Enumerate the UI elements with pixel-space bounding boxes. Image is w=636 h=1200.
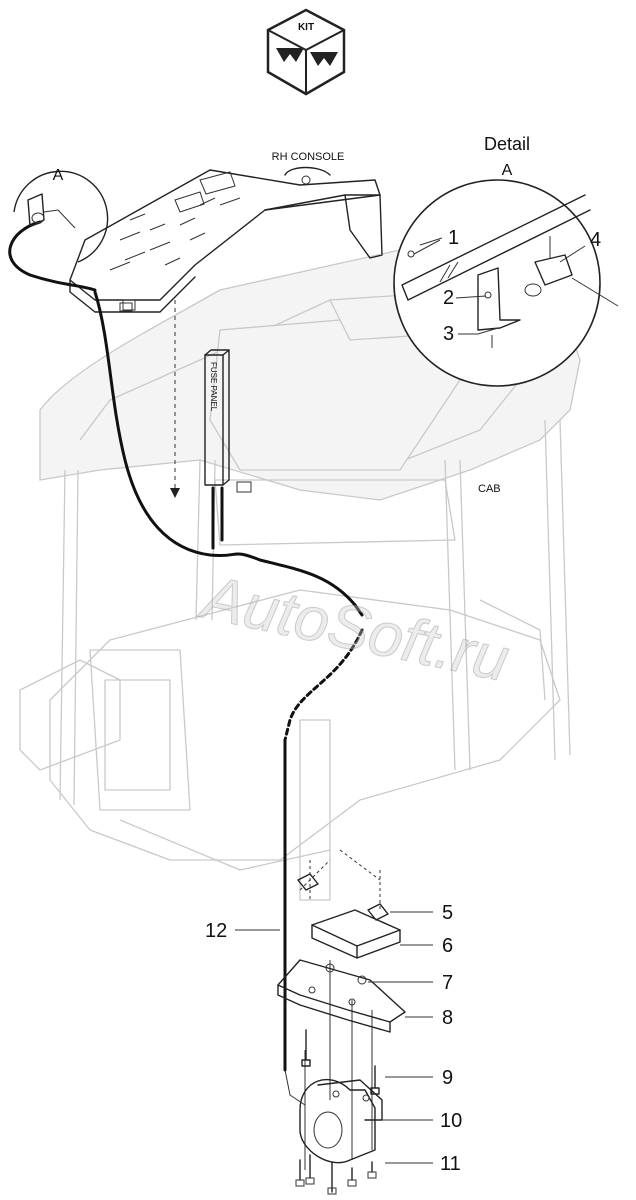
callout-7: 7 (442, 972, 453, 994)
callout-numbers: 1 2 3 4 5 6 7 8 9 10 11 12 (205, 227, 601, 1175)
kit-badge-icon: KIT (266, 8, 346, 96)
fuse-panel-label: FUSE PANEL (209, 362, 218, 412)
callout-4: 4 (590, 229, 601, 251)
fuse-panel: FUSE PANEL (204, 349, 230, 486)
detail-a-view (393, 179, 619, 387)
callout-3: 3 (443, 323, 454, 345)
callout-2: 2 (443, 287, 454, 309)
rh-console-label: RH CONSOLE (272, 151, 345, 163)
lower-assembly (277, 873, 406, 1195)
watermark: AutoSoft.ru (193, 562, 515, 695)
leader-lines (235, 237, 586, 1164)
kit-label: KIT (298, 22, 314, 33)
callout-6: 6 (442, 935, 453, 957)
rh-console-plate (69, 166, 383, 313)
callout-1: 1 (448, 227, 459, 249)
wiring-harness (8, 220, 364, 1072)
detail-ref: A (502, 162, 513, 179)
assembly-lines (170, 300, 381, 1170)
callout-5: 5 (442, 902, 453, 924)
cab-label: CAB (478, 483, 501, 495)
callout-9: 9 (442, 1067, 453, 1089)
callout-a-circle (13, 170, 109, 263)
detail-title: Detail (484, 134, 530, 154)
callout-a-ref: A (53, 167, 64, 184)
callout-10: 10 (440, 1110, 462, 1132)
callout-8: 8 (442, 1007, 453, 1029)
callout-12: 12 (205, 920, 227, 942)
callout-11: 11 (440, 1153, 461, 1175)
